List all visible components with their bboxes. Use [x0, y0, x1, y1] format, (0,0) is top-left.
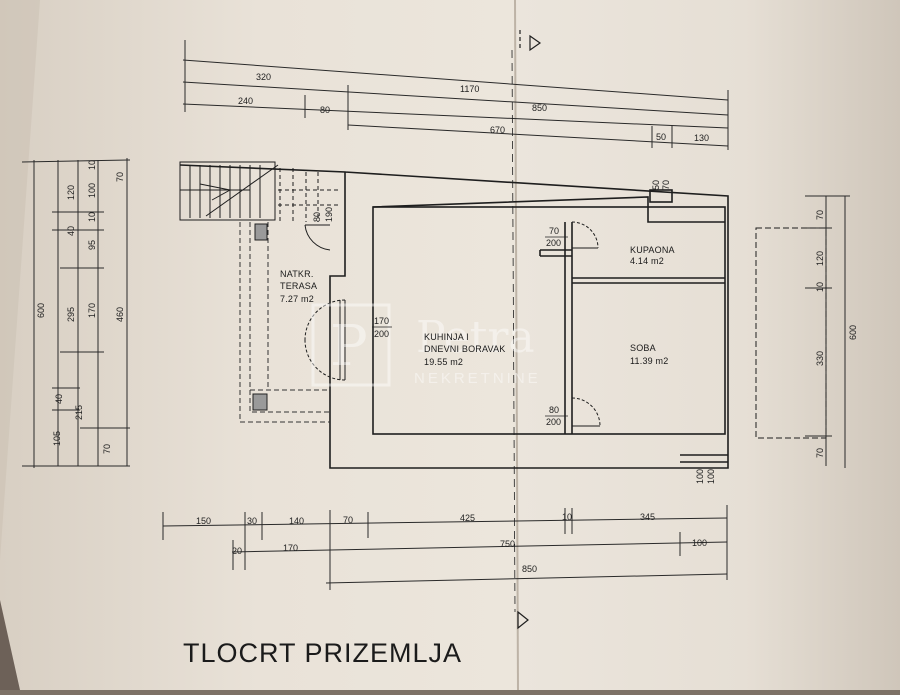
dim-left-100: 100: [87, 183, 97, 198]
dim-left-40: 40: [66, 226, 76, 236]
watermark-brand: Petra: [416, 312, 535, 363]
page-edge-shadow: [0, 0, 40, 560]
room-label-terasa: TERASA: [280, 281, 317, 291]
dim-bottom-750: 750: [500, 539, 515, 549]
room-area-soba: 11.39 m2: [630, 356, 668, 366]
dim-bottom-150: 150: [196, 516, 211, 526]
doors: [304, 221, 601, 427]
dim-bottom-100: 100: [692, 538, 707, 548]
dim-left-460: 460: [115, 307, 125, 322]
left-page: [0, 0, 518, 690]
right-page: [515, 0, 900, 690]
terrace-column-bottom: [252, 393, 268, 411]
window-dim-a: 50: [651, 180, 661, 190]
dim-left-295: 295: [66, 307, 76, 322]
dim-top-80: 80: [320, 105, 330, 115]
dim-bottom-70: 70: [343, 515, 353, 525]
watermark-sub: NEKRETNINE: [414, 370, 541, 387]
room-label-boravak: DNEVNI BORAVAK: [424, 344, 505, 354]
room-label-natkr: NATKR.: [280, 269, 314, 279]
dim-top-670: 670: [490, 125, 505, 135]
room-label-soba: SOBA: [630, 343, 656, 353]
dim-left-10: 10: [87, 160, 97, 170]
dim-right-70: 70: [815, 210, 825, 220]
dim-left-105: 105: [52, 431, 62, 446]
room-area-kupaona: 4.14 m2: [630, 256, 664, 266]
dim-bottom-10: 10: [562, 512, 572, 522]
room-label-kupaona: KUPAONA: [630, 245, 675, 255]
dim-left-70b: 70: [102, 444, 112, 454]
stair-door-height: 190: [324, 207, 334, 222]
room-area-kuhinja: 19.55 m2: [424, 357, 463, 367]
plan-title: TLOCRT PRIZEMLJA: [183, 638, 462, 668]
door-height-terrace: 200: [374, 329, 389, 339]
dim-top-50: 50: [656, 132, 666, 142]
staircase: [179, 161, 340, 251]
bottom-opening-b: 100: [706, 469, 716, 484]
dim-line-top-2: [182, 81, 729, 116]
door-height-room: 200: [546, 417, 561, 427]
dim-line-bottom-1: [162, 517, 728, 527]
dim-top-240: 240: [238, 96, 253, 106]
page-fold: [514, 0, 519, 691]
dim-left-170: 170: [87, 303, 97, 318]
dim-line-top-1: [182, 59, 729, 101]
dim-left-40b: 40: [54, 394, 64, 404]
door-width-terrace: 170: [374, 316, 389, 326]
dim-right-10: 10: [815, 282, 825, 292]
dim-left-600: 600: [36, 303, 46, 318]
dim-left-10b: 10: [87, 212, 97, 222]
dim-top-130: 130: [694, 133, 709, 143]
dim-left-215: 215: [74, 405, 84, 420]
walls: [179, 164, 827, 469]
dim-right-330: 330: [815, 351, 825, 366]
dim-left-95: 95: [87, 240, 97, 250]
watermark-logo-letter: P: [330, 314, 368, 379]
dim-top-1170: 1170: [460, 84, 479, 94]
dim-right-120: 120: [815, 251, 825, 266]
dim-right-600: 600: [848, 325, 858, 340]
dim-bottom-140: 140: [289, 516, 304, 526]
dim-bottom-170: 170: [283, 543, 298, 553]
room-area-terasa: 7.27 m2: [280, 294, 314, 304]
stair-door-width: 80: [312, 212, 322, 222]
door-width-room: 80: [549, 405, 559, 415]
dim-top-320: 320: [256, 72, 271, 82]
dim-bottom-20: 20: [232, 546, 242, 556]
dim-line-top-4: [347, 124, 729, 147]
room-label-kuhinja: KUHINJA I: [424, 332, 469, 342]
door-height-bath: 200: [546, 238, 561, 248]
dim-bottom-425: 425: [460, 513, 475, 523]
section-markers: [511, 30, 542, 630]
terrace-outline: [239, 222, 330, 423]
dim-right-70b: 70: [815, 448, 825, 458]
dim-bottom-30: 30: [247, 516, 257, 526]
dim-left-120: 120: [66, 185, 76, 200]
door-width-bath: 70: [549, 226, 559, 236]
dim-left-70: 70: [115, 172, 125, 182]
dim-line-top-3: [182, 103, 729, 129]
window-dim-b: 70: [661, 180, 671, 190]
terrace-column-top: [254, 223, 268, 241]
dim-bottom-345: 345: [640, 512, 655, 522]
dim-top-850: 850: [532, 103, 547, 113]
dim-bottom-850: 850: [522, 564, 537, 574]
watermark: P Petra NEKRETNINE: [311, 303, 541, 387]
bottom-opening-a: 100: [695, 469, 705, 484]
